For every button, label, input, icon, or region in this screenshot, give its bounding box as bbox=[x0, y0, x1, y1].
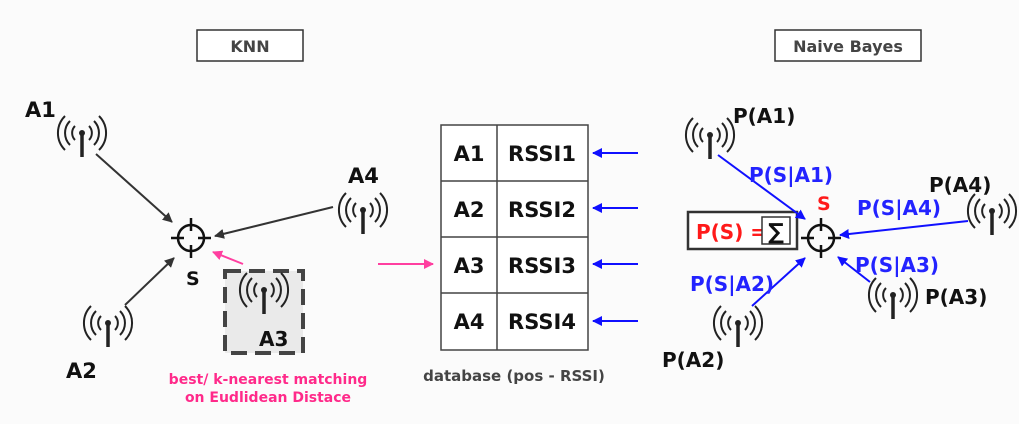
database-row-id: A1 bbox=[454, 142, 485, 166]
nb-likelihood-a2: P(S|A2) bbox=[690, 272, 774, 296]
knn-title: KNN bbox=[230, 37, 269, 56]
nb-likelihood-a1: P(S|A1) bbox=[749, 163, 833, 187]
nb-target-crosshair-icon bbox=[799, 216, 843, 260]
database-row-id: A2 bbox=[454, 198, 485, 222]
knn-arrow-a2 bbox=[124, 257, 175, 306]
nb-formula-lhs: P(S) = bbox=[696, 220, 767, 244]
knn-arrow-a4 bbox=[214, 206, 334, 239]
nb-arrow-a3 bbox=[837, 256, 871, 283]
nb-prior-a2: P(A2) bbox=[662, 348, 724, 372]
nb-antenna-a4-icon bbox=[966, 192, 1018, 237]
database-row-id: A4 bbox=[454, 310, 485, 334]
knn-anchor-a3-label: A3 bbox=[259, 327, 288, 351]
knn-note-line1: best/ k-nearest matching bbox=[169, 372, 368, 388]
nb-antenna-a1-icon bbox=[684, 116, 736, 161]
knn-antenna-a2-icon bbox=[82, 304, 134, 349]
knn-antenna-a1-icon bbox=[56, 114, 108, 159]
database-row-rssi: RSSI4 bbox=[508, 310, 576, 334]
nb-target-label: S bbox=[817, 193, 831, 215]
knn-title-box bbox=[196, 29, 304, 62]
nb-arrow-a1 bbox=[717, 154, 806, 220]
knn-antenna-a4-icon bbox=[337, 191, 389, 236]
nb-prior-a3: P(A3) bbox=[925, 285, 987, 309]
knn-target-crosshair-icon bbox=[169, 216, 213, 260]
nb-prior-a1: P(A1) bbox=[733, 104, 795, 128]
knn-anchor-a2-label: A2 bbox=[66, 359, 97, 383]
nb-antenna-a2-icon bbox=[712, 304, 764, 349]
database-row-rssi: RSSI1 bbox=[508, 142, 576, 166]
database-row-rssi: RSSI3 bbox=[508, 254, 576, 278]
knn-note-line2: on Eudlidean Distace bbox=[185, 390, 351, 406]
nb-antenna-a3-icon bbox=[867, 276, 919, 321]
knn-anchor-a4-label: A4 bbox=[348, 164, 379, 188]
nb-arrow-a4 bbox=[839, 220, 969, 239]
database-row-rssi: RSSI2 bbox=[508, 198, 576, 222]
nb-sum-symbol: ∑ bbox=[768, 220, 784, 245]
nb-prior-a4: P(A4) bbox=[929, 173, 991, 197]
nb-arrow-a2 bbox=[751, 257, 806, 307]
nb-title: Naive Bayes bbox=[793, 37, 903, 56]
nb-sum-box bbox=[761, 216, 791, 245]
nb-title-box bbox=[774, 29, 922, 62]
nb-likelihood-a3: P(S|A3) bbox=[855, 253, 939, 277]
knn-anchor-a1-label: A1 bbox=[25, 98, 56, 122]
database-caption: database (pos - RSSI) bbox=[423, 367, 605, 385]
knn-target-label: S bbox=[186, 268, 200, 290]
database-row-id: A3 bbox=[454, 254, 485, 278]
knn-arrow-a1 bbox=[95, 153, 173, 223]
nb-likelihood-a4: P(S|A4) bbox=[857, 196, 941, 220]
knn-arrow-best-match bbox=[212, 250, 244, 265]
database-table: A1 RSSI1 A2 RSSI2 A3 RSSI3 A4 RSSI4 bbox=[440, 124, 589, 351]
